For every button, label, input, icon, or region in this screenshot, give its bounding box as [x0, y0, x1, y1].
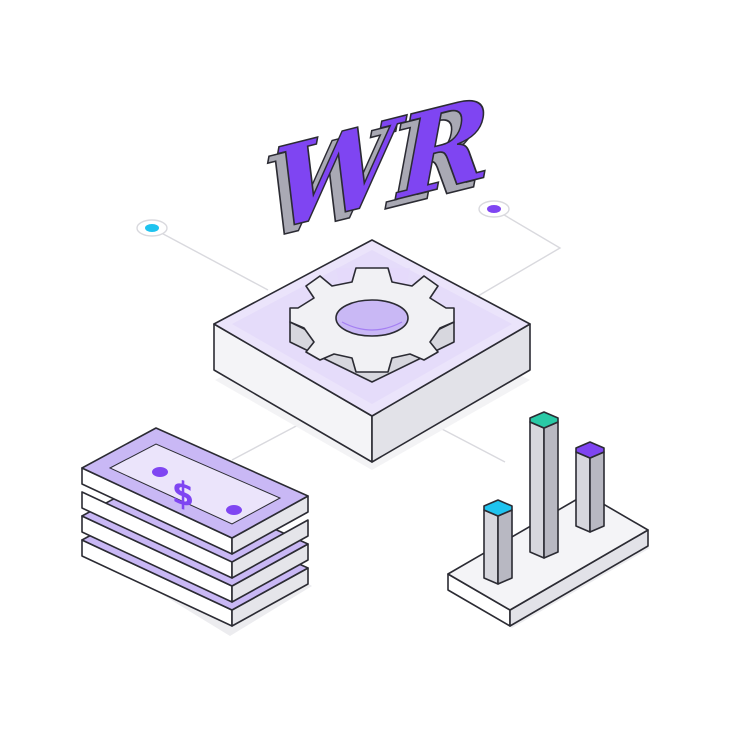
logo-letters: WR — [272, 70, 491, 257]
wr-logo: WR WR — [261, 69, 491, 267]
bar-chart-icon — [447, 411, 650, 628]
gear-icon — [289, 267, 455, 383]
chart-bar — [483, 499, 513, 585]
node-dot-icon — [478, 200, 510, 218]
money-stack-icon: $ — [81, 427, 312, 636]
connector-chart — [439, 427, 506, 463]
connector-right — [477, 208, 562, 297]
connector-left — [151, 227, 269, 291]
dollar-sign: $ — [172, 472, 194, 515]
connector-money — [231, 423, 301, 461]
node-dot-icon — [136, 219, 168, 237]
chart-bar — [529, 411, 559, 559]
connector-lines — [151, 208, 562, 463]
chart-bar — [575, 441, 605, 533]
